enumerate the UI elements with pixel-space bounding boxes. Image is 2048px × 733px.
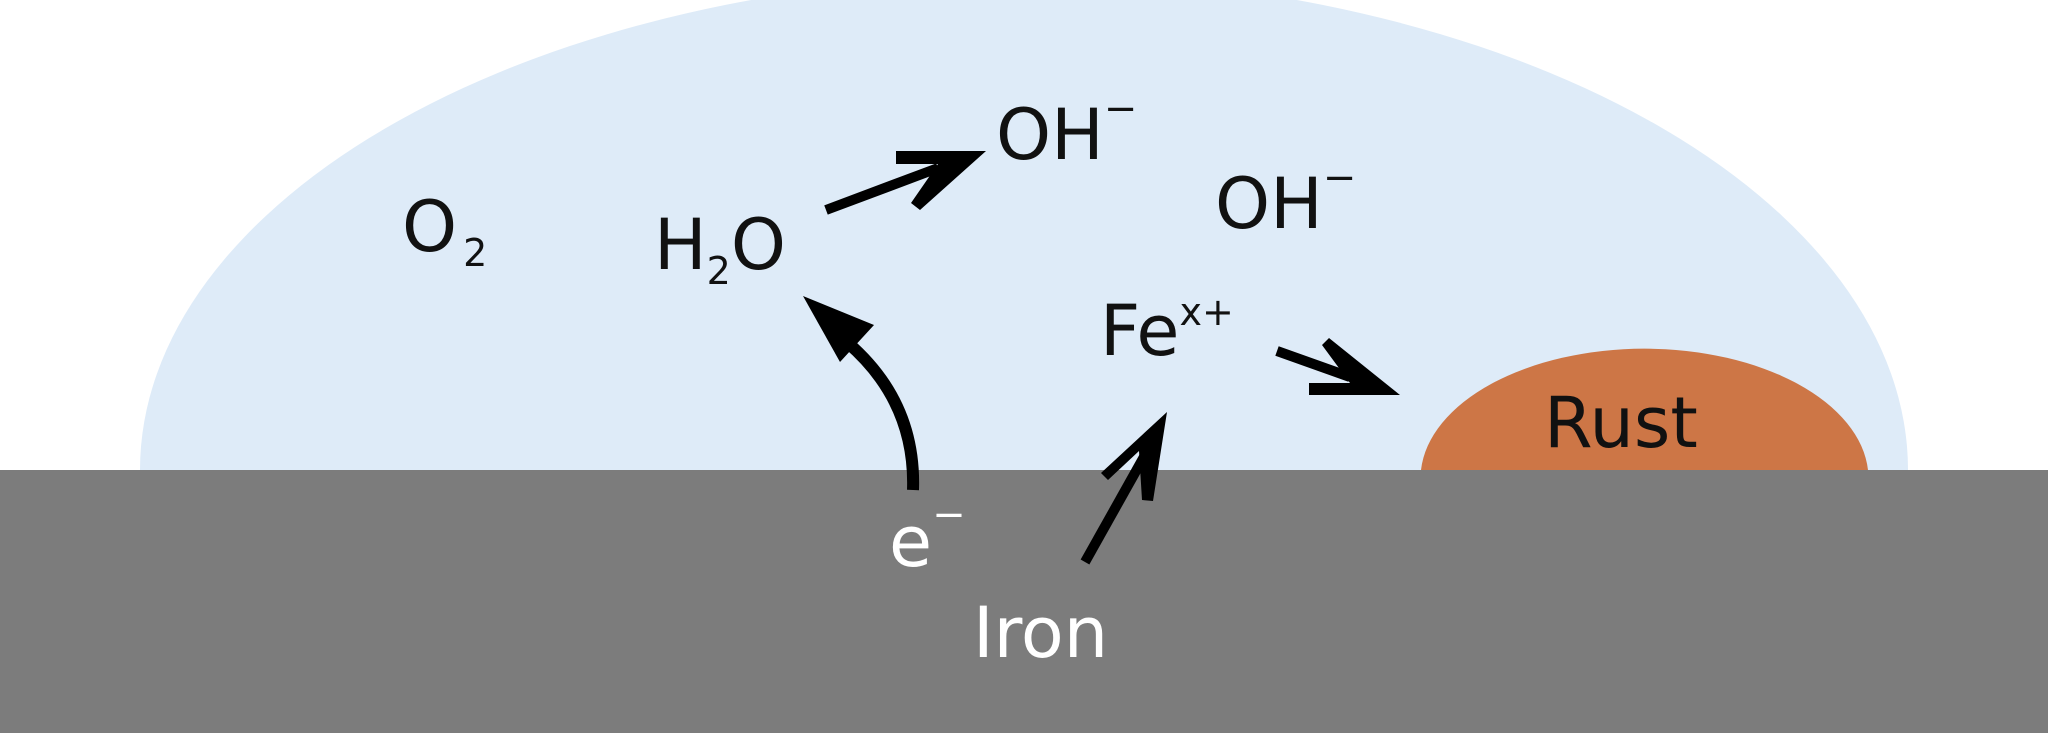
water-droplet bbox=[140, 0, 1908, 470]
water-subscript: 2 bbox=[707, 249, 731, 293]
iron-ion-symbol: Fe bbox=[1100, 290, 1180, 372]
rust-label: Rust bbox=[1544, 382, 1698, 464]
hydroxide-label-top: OH− bbox=[996, 86, 1137, 176]
electron-label: e− bbox=[889, 492, 966, 583]
electron-symbol: e bbox=[889, 501, 932, 583]
hydroxide-right-symbol: OH bbox=[1215, 163, 1323, 245]
water-h: H bbox=[654, 204, 707, 286]
arrow-ion-to-rust bbox=[1275, 338, 1400, 395]
arrow-electron-to-water bbox=[803, 296, 920, 491]
iron-ion-label: Fex+ bbox=[1100, 290, 1234, 372]
hydroxide-top-symbol: OH bbox=[996, 94, 1104, 176]
electron-charge: − bbox=[932, 492, 966, 538]
iron-ion-charge: x+ bbox=[1180, 290, 1234, 334]
arrow-water-to-hydroxide bbox=[824, 151, 986, 215]
iron-label: Iron bbox=[973, 592, 1108, 674]
rust-patch bbox=[1421, 348, 1868, 470]
water-o: O bbox=[731, 204, 786, 286]
oxygen-symbol: O bbox=[402, 186, 457, 268]
iron-block bbox=[0, 470, 2048, 733]
hydroxide-top-charge: − bbox=[1104, 86, 1138, 132]
hydroxide-right-charge: − bbox=[1323, 155, 1357, 201]
water-label: H2O bbox=[654, 204, 786, 293]
arrow-iron-to-ion bbox=[1080, 412, 1167, 565]
oxygen-subscript: 2 bbox=[463, 231, 487, 275]
hydroxide-label-right: OH− bbox=[1215, 155, 1356, 245]
